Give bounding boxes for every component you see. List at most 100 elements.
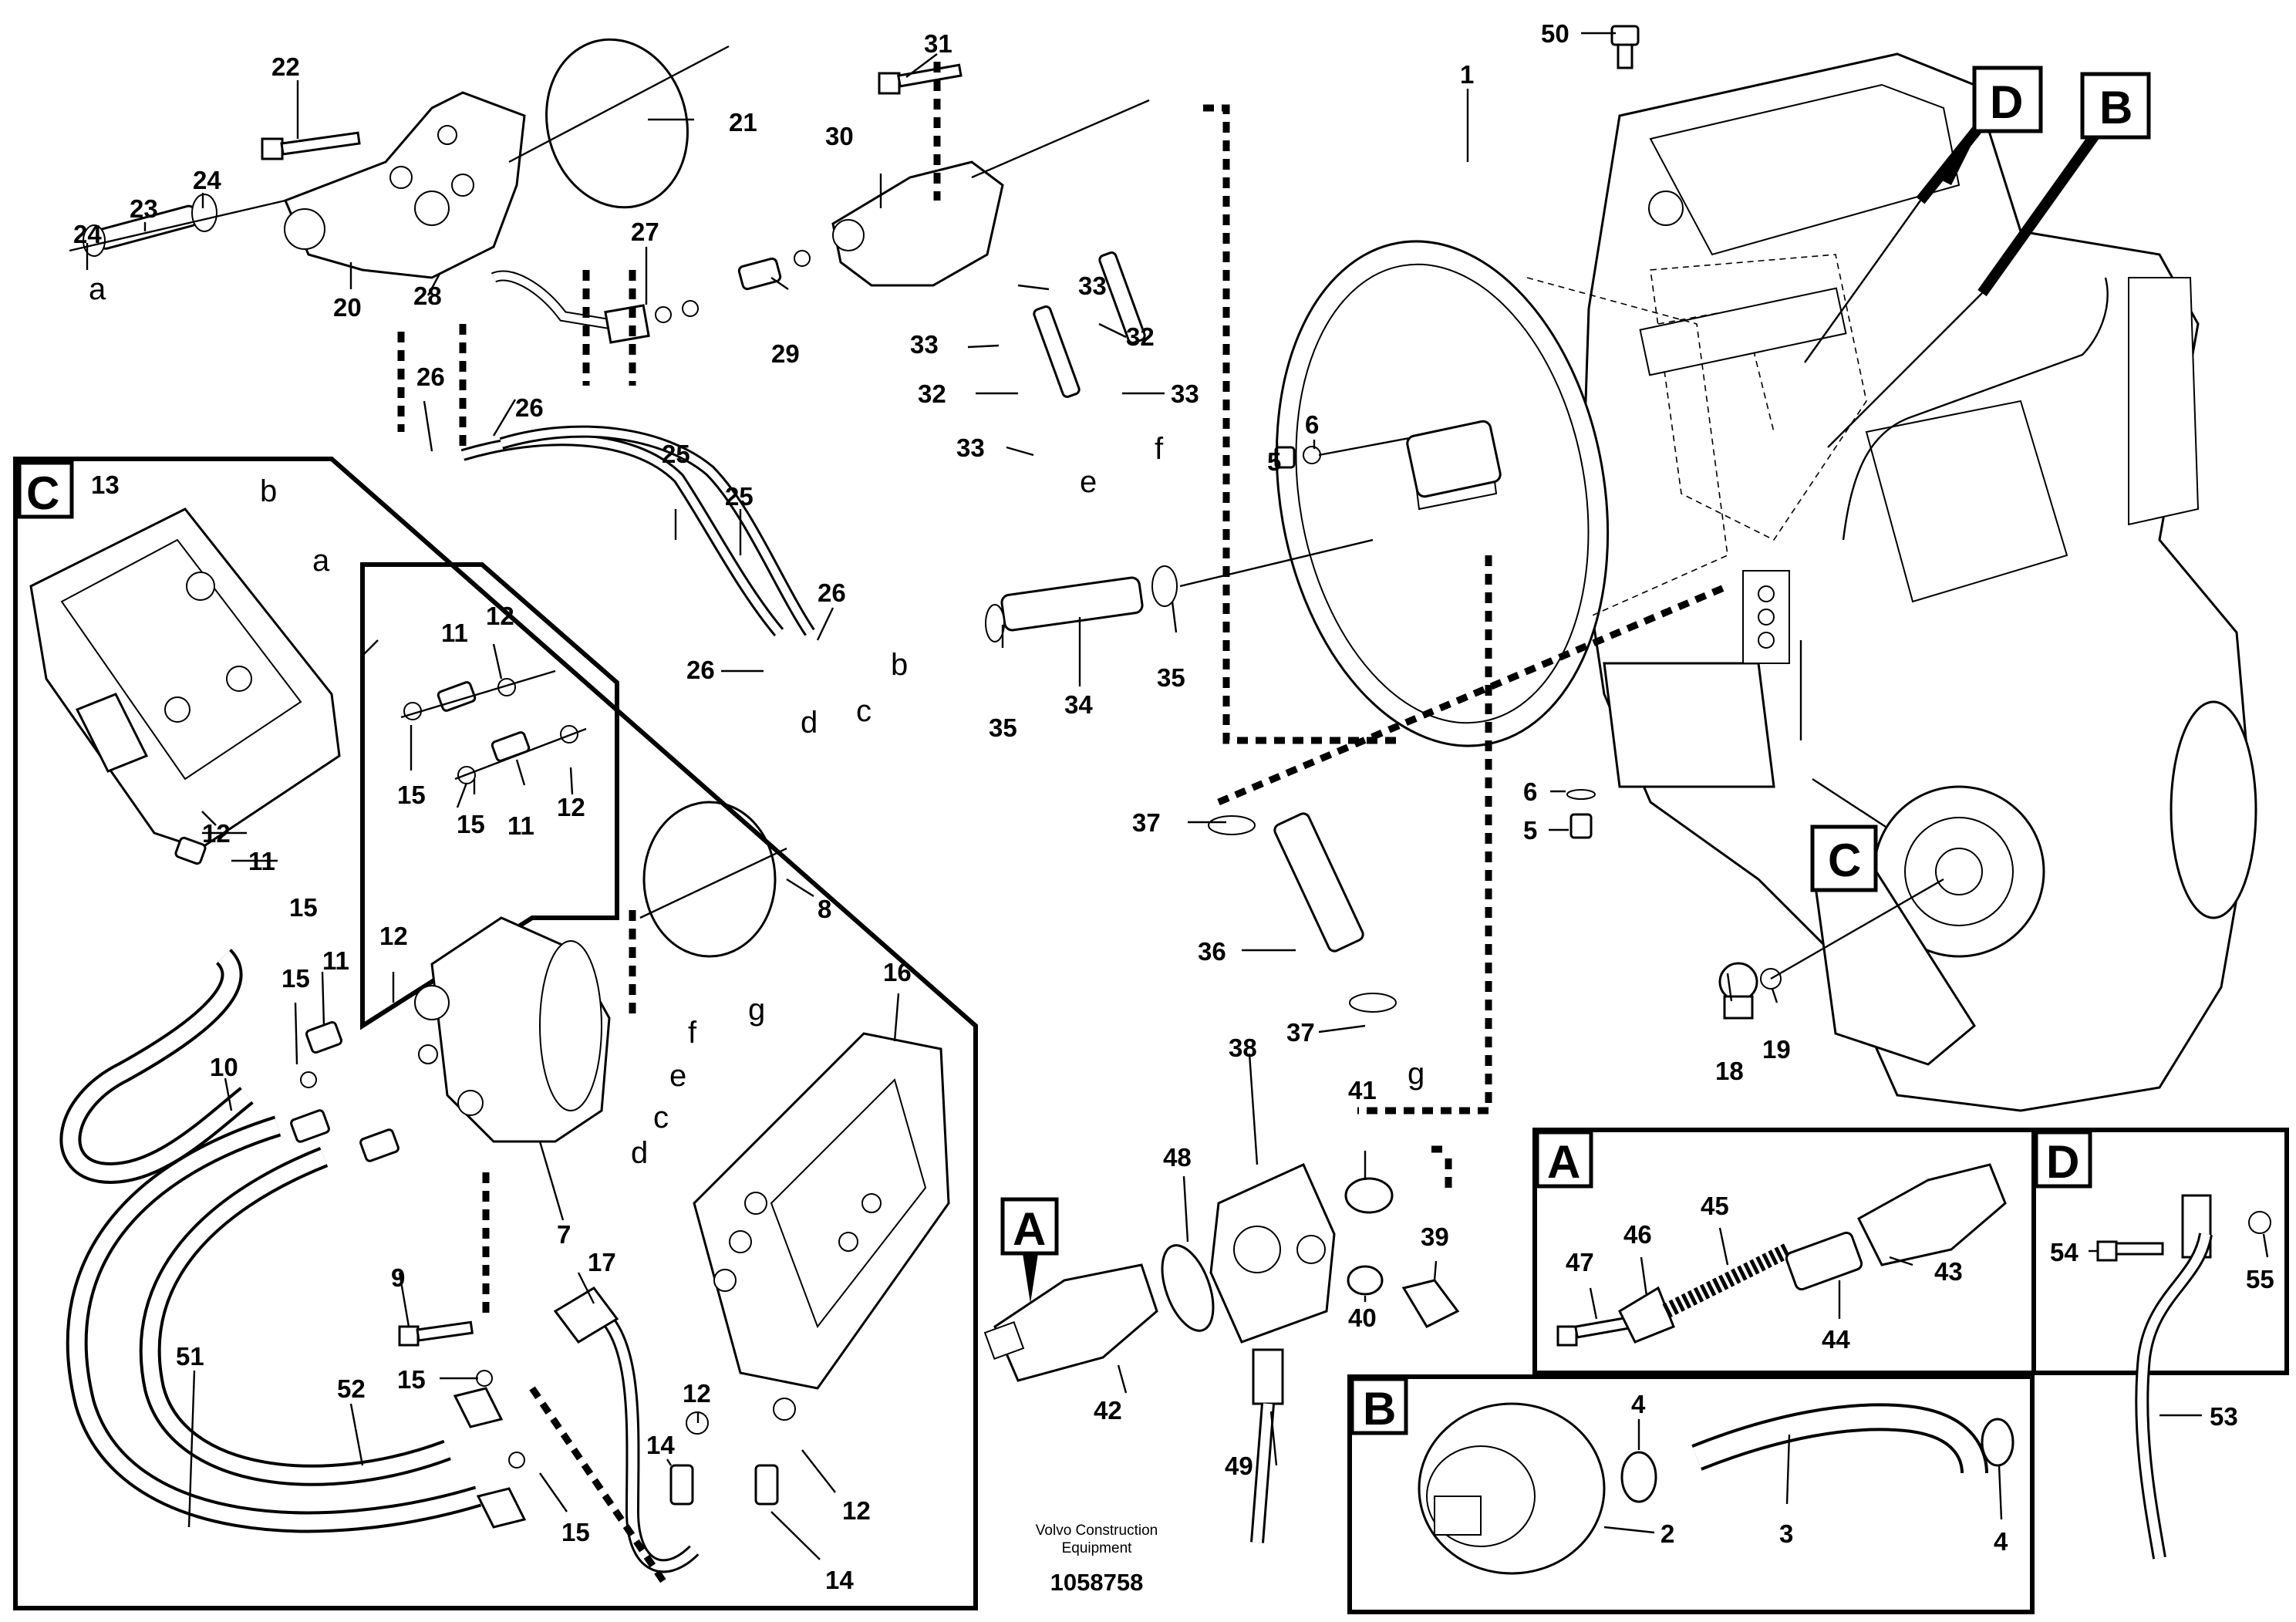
callout-21: 21 (729, 108, 757, 137)
callout-26: 26 (686, 656, 715, 684)
callout-12: 12 (486, 602, 514, 630)
callout-55: 55 (2246, 1265, 2274, 1293)
callout-35: 35 (989, 713, 1017, 742)
callout-41: 41 (1348, 1076, 1377, 1104)
letter-c: c (653, 1101, 669, 1135)
label-box-b-main (2080, 72, 2151, 140)
callout-1: 1 (1460, 60, 1474, 89)
callout-37: 37 (1286, 1018, 1315, 1047)
tube-23 (69, 194, 286, 257)
callout-54: 54 (2050, 1238, 2079, 1266)
callout-39: 39 (1421, 1222, 1449, 1251)
callout-12: 12 (202, 819, 231, 848)
callout-14: 14 (646, 1431, 675, 1459)
tube-36 (1208, 812, 1397, 1013)
callout-29: 29 (771, 339, 800, 368)
transmission-housing (1580, 52, 2257, 1112)
letter-e: e (669, 1059, 686, 1093)
detail-frame-c (13, 457, 978, 1610)
callout-16: 16 (883, 958, 912, 986)
caption-doc-number: 1058758 (1050, 1569, 1144, 1596)
callout-9: 9 (391, 1263, 405, 1292)
callout-38: 38 (1229, 1034, 1257, 1062)
callout-45: 45 (1701, 1192, 1729, 1220)
callout-2: 2 (1660, 1519, 1674, 1548)
inset-fittings (400, 669, 587, 784)
hose-49 (1250, 1348, 1284, 1543)
pipe-27 (491, 270, 699, 344)
detail-a-parts (1556, 1163, 2007, 1347)
callout-12: 12 (379, 922, 408, 950)
letter-f: f (688, 1016, 697, 1050)
bolt-9 (398, 1320, 474, 1347)
label-c-left: C (26, 467, 59, 519)
tube-34 (985, 538, 1374, 642)
label-box-a-detail (1535, 1130, 1593, 1189)
callout-15: 15 (397, 1365, 426, 1394)
callout-26: 26 (515, 393, 544, 422)
callout-37: 37 (1132, 808, 1161, 837)
label-b-detail: B (1363, 1383, 1396, 1435)
callout-28: 28 (413, 282, 442, 310)
detail-d-parts (2096, 1194, 2271, 1560)
label-box-a-main (1000, 1197, 1059, 1256)
valve-plate-13 (29, 508, 341, 850)
callout-8: 8 (818, 895, 831, 923)
control-valve-16 (693, 1032, 950, 1390)
snap-ring-21 (508, 38, 730, 209)
letter-g: g (748, 993, 765, 1027)
callout-6: 6 (1523, 777, 1537, 806)
callout-11: 11 (248, 847, 275, 875)
fitting-29 (737, 250, 811, 291)
label-a-detail: A (1547, 1136, 1580, 1188)
letter-b: b (260, 474, 277, 508)
label-b-main: B (2099, 82, 2132, 133)
hoses-25 (460, 425, 815, 637)
pump-cover-20 (284, 91, 526, 279)
letter-g: g (1408, 1057, 1424, 1091)
callout-33: 33 (956, 433, 985, 462)
callout-15: 15 (289, 893, 318, 922)
callout-3: 3 (1779, 1519, 1793, 1548)
ring-48 (1161, 1244, 1215, 1332)
connection-letters: a a b b c c d d e e f f g g (89, 272, 1424, 1170)
label-box-b-detail (1350, 1377, 1408, 1435)
callout-22: 22 (271, 52, 300, 81)
dashed-connections (397, 62, 1729, 1583)
callout-6: 6 (1305, 410, 1319, 439)
detail-frame-a (1532, 1128, 2289, 1375)
letter-c: c (856, 694, 872, 728)
callout-44: 44 (1822, 1325, 1850, 1354)
caption-company-line2: Equipment (1062, 1540, 1133, 1556)
callout-40: 40 (1348, 1303, 1377, 1332)
callout-43: 43 (1934, 1257, 1963, 1286)
callout-17: 17 (588, 1248, 616, 1276)
callout-15: 15 (561, 1518, 590, 1546)
valve-42 (983, 1263, 1158, 1382)
label-a-main: A (1013, 1203, 1046, 1255)
callout-11: 11 (322, 946, 349, 975)
callout-30: 30 (825, 122, 854, 150)
letter-b: b (891, 648, 908, 682)
callout-numbers: 1 2 3 4 4 5 5 6 6 7 8 9 10 11 11 11 11 1… (73, 19, 2274, 1594)
callout-19: 19 (1762, 1035, 1791, 1064)
callout-15: 15 (397, 781, 426, 809)
callout-23: 23 (130, 194, 158, 223)
callout-32: 32 (1126, 322, 1155, 351)
label-d-detail: D (2046, 1136, 2079, 1188)
label-box-d-detail (2034, 1130, 2092, 1189)
hose-51 (66, 1115, 482, 1533)
callout-36: 36 (1198, 937, 1226, 966)
callout-27: 27 (631, 218, 659, 246)
callout-33: 33 (1171, 379, 1199, 408)
block-38 (1209, 1163, 1336, 1344)
callout-46: 46 (1623, 1220, 1652, 1249)
callout-35: 35 (1157, 663, 1185, 692)
callout-18: 18 (1715, 1057, 1744, 1085)
callout-26: 26 (416, 363, 445, 391)
pointer-arrows (1804, 120, 2102, 828)
callout-26: 26 (818, 578, 846, 607)
fittings-11-14-15 (174, 836, 796, 1529)
label-d-main: D (1990, 76, 2023, 128)
